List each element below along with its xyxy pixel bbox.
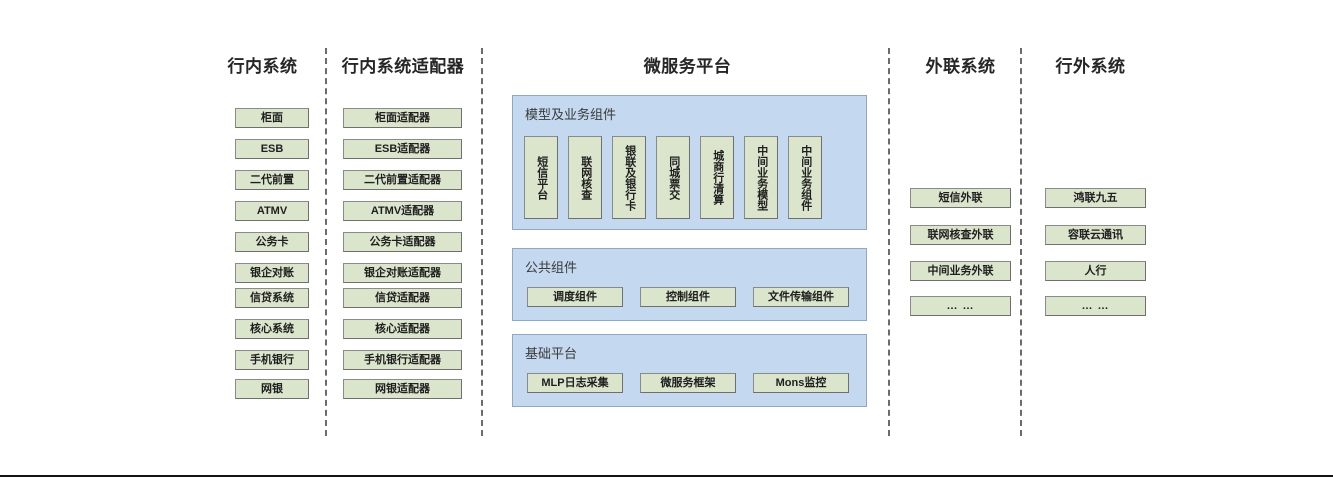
node-base-platform-2[interactable]: 微服务框架: [640, 373, 736, 393]
panel-public-components: 公共组件: [512, 248, 867, 321]
column-title-microservice-platform: 微服务平台: [643, 57, 732, 76]
node-intra-adapter-2[interactable]: ESB适配器: [343, 139, 462, 159]
node-intra-adapter-7[interactable]: 信贷适配器: [343, 288, 462, 308]
node-external-link-2[interactable]: 联网核查外联: [910, 225, 1011, 245]
node-model-component-3[interactable]: 银联及银行卡: [612, 136, 646, 219]
node-model-component-5[interactable]: 城商行清算: [700, 136, 734, 219]
column-title-outside-bank-systems: 行外系统: [1055, 57, 1126, 76]
node-public-component-3[interactable]: 文件传输组件: [753, 287, 849, 307]
node-intra-adapter-3[interactable]: 二代前置适配器: [343, 170, 462, 190]
node-intra-adapter-8[interactable]: 核心适配器: [343, 319, 462, 339]
panel-base-platform: 基础平台: [512, 334, 867, 407]
node-intra-system-4[interactable]: ATMV: [235, 201, 309, 221]
column-title-intra-bank-systems: 行内系统: [227, 57, 298, 76]
node-outside-bank-2[interactable]: 容联云通讯: [1045, 225, 1146, 245]
node-intra-adapter-1[interactable]: 柜面适配器: [343, 108, 462, 128]
node-intra-system-3[interactable]: 二代前置: [235, 170, 309, 190]
node-outside-bank-more[interactable]: … …: [1045, 296, 1146, 316]
panel-title-model-business-components: 模型及业务组件: [525, 107, 617, 122]
node-public-component-1[interactable]: 调度组件: [527, 287, 623, 307]
column-title-external-link-systems: 外联系统: [925, 57, 996, 76]
node-model-component-2[interactable]: 联网核查: [568, 136, 602, 219]
node-external-link-3[interactable]: 中间业务外联: [910, 261, 1011, 281]
node-intra-adapter-9[interactable]: 手机银行适配器: [343, 350, 462, 370]
node-model-component-1[interactable]: 短信平台: [524, 136, 558, 219]
node-external-link-more[interactable]: … …: [910, 296, 1011, 316]
node-base-platform-1[interactable]: MLP日志采集: [527, 373, 623, 393]
node-outside-bank-1[interactable]: 鸿联九五: [1045, 188, 1146, 208]
node-base-platform-3[interactable]: Mons监控: [753, 373, 849, 393]
divider-1: [325, 48, 327, 436]
node-model-component-6[interactable]: 中间业务模型: [744, 136, 778, 219]
node-public-component-2[interactable]: 控制组件: [640, 287, 736, 307]
node-model-component-7[interactable]: 中间业务组件: [788, 136, 822, 219]
node-intra-system-6[interactable]: 银企对账: [235, 263, 309, 283]
node-intra-adapter-6[interactable]: 银企对账适配器: [343, 263, 462, 283]
node-intra-adapter-4[interactable]: ATMV适配器: [343, 201, 462, 221]
node-intra-system-10[interactable]: 网银: [235, 379, 309, 399]
node-external-link-1[interactable]: 短信外联: [910, 188, 1011, 208]
node-intra-adapter-10[interactable]: 网银适配器: [343, 379, 462, 399]
node-intra-system-2[interactable]: ESB: [235, 139, 309, 159]
node-intra-system-8[interactable]: 核心系统: [235, 319, 309, 339]
column-title-intra-bank-adapters: 行内系统适配器: [341, 57, 465, 76]
node-intra-system-5[interactable]: 公务卡: [235, 232, 309, 252]
divider-3: [888, 48, 890, 436]
node-intra-system-9[interactable]: 手机银行: [235, 350, 309, 370]
panel-title-base-platform: 基础平台: [525, 346, 578, 361]
divider-2: [481, 48, 483, 436]
node-intra-system-1[interactable]: 柜面: [235, 108, 309, 128]
bottom-divider-rule: [0, 475, 1333, 477]
node-outside-bank-3[interactable]: 人行: [1045, 261, 1146, 281]
node-intra-adapter-5[interactable]: 公务卡适配器: [343, 232, 462, 252]
node-intra-system-7[interactable]: 信贷系统: [235, 288, 309, 308]
panel-title-public-components: 公共组件: [525, 260, 578, 275]
node-model-component-4[interactable]: 同城票交: [656, 136, 690, 219]
divider-4: [1020, 48, 1022, 436]
